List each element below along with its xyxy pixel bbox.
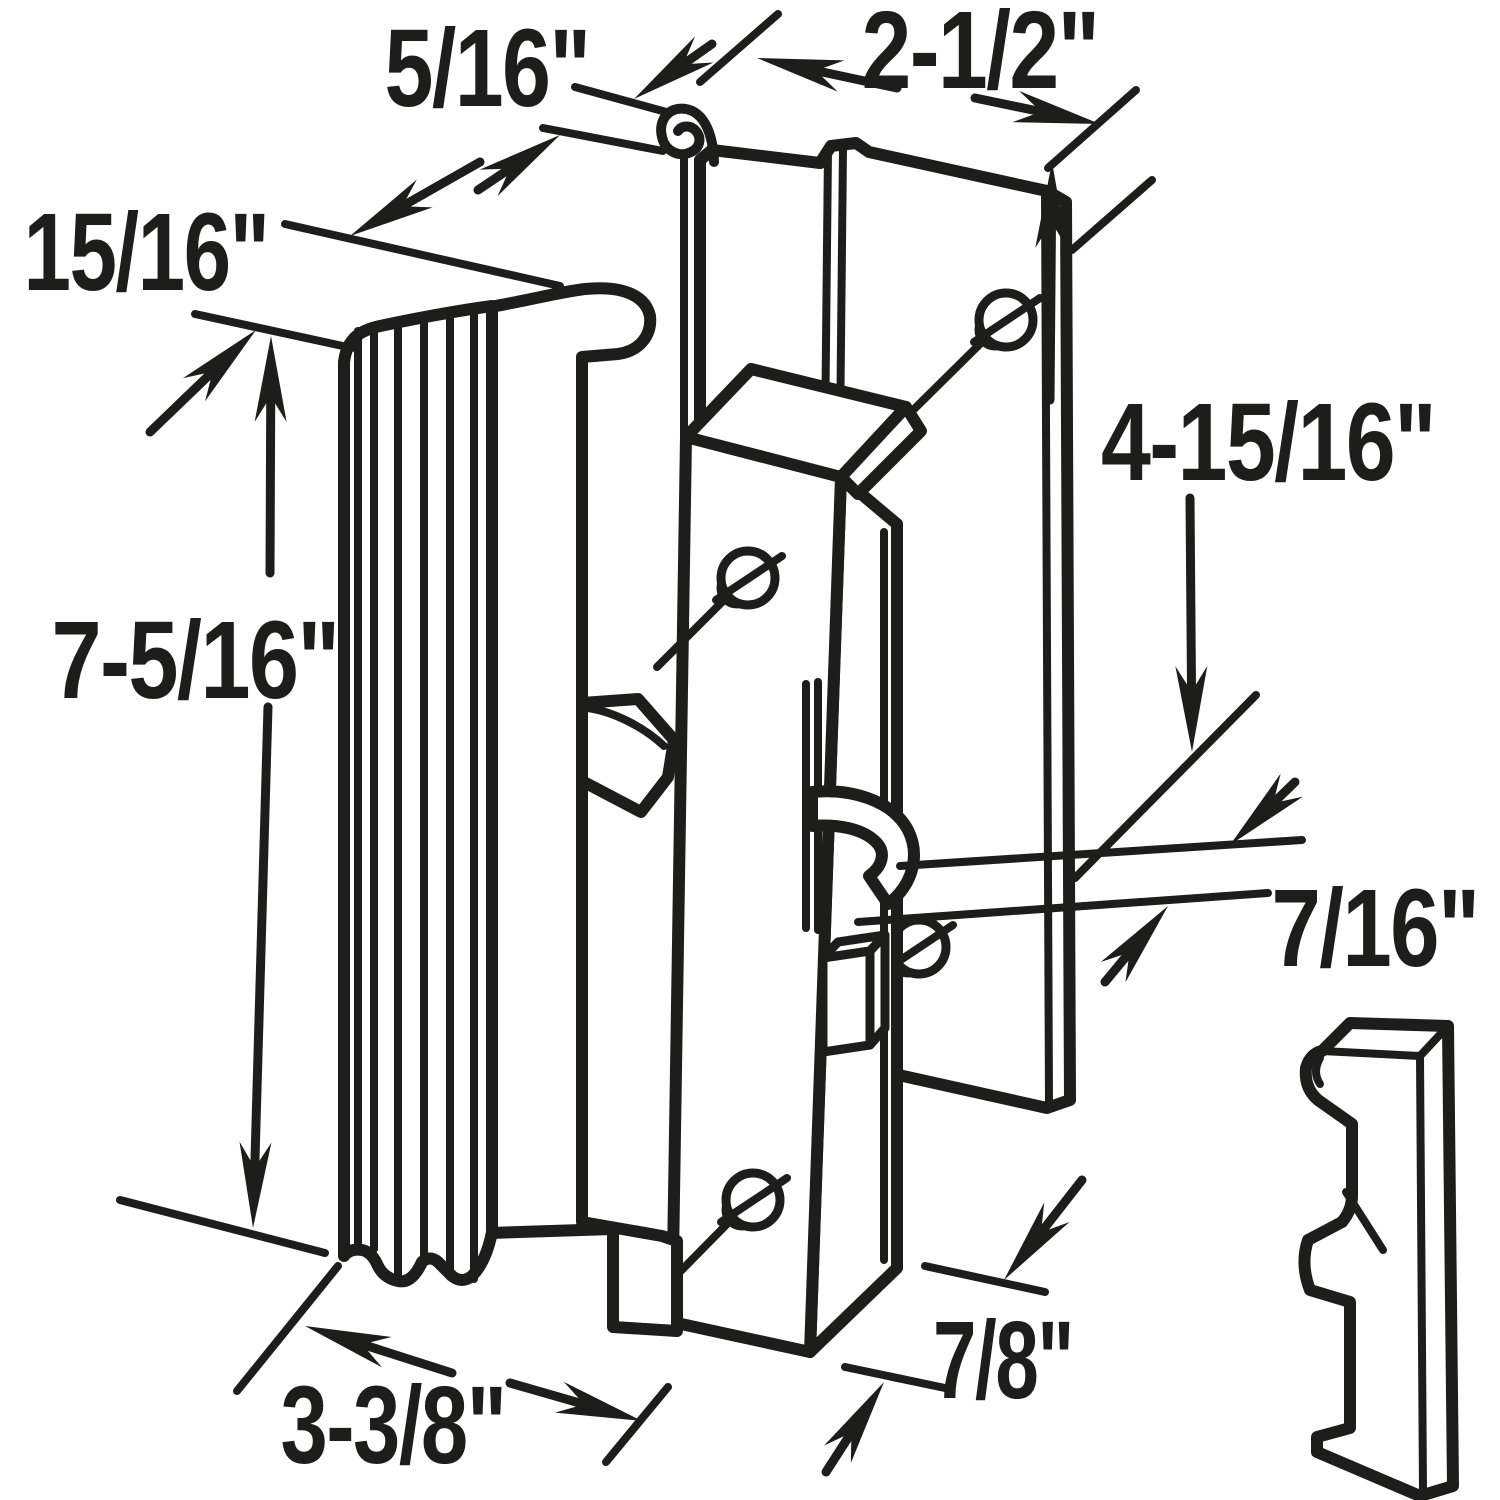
extension-line bbox=[281, 220, 564, 290]
latch-housing bbox=[576, 363, 927, 1358]
dimension-arrowhead bbox=[254, 336, 287, 423]
dim-label-handle-clearance: 15/16" bbox=[24, 191, 269, 314]
extension-line bbox=[571, 83, 674, 117]
grip-ribs bbox=[354, 304, 478, 1284]
extension-line bbox=[841, 1363, 949, 1392]
pull-handle bbox=[338, 282, 683, 1337]
handle-grip bbox=[338, 300, 498, 1288]
keeper-notch-face bbox=[1342, 1188, 1387, 1254]
dimension-arrowhead bbox=[479, 135, 560, 197]
extension-line bbox=[191, 310, 356, 352]
dimension-arrowhead bbox=[350, 179, 433, 236]
dimension-arrowhead bbox=[182, 330, 256, 402]
plate-curl-hook bbox=[656, 103, 719, 167]
keeper-front-edge bbox=[1416, 1052, 1427, 1496]
plate-edge-inner bbox=[1041, 189, 1053, 1108]
extension-line bbox=[921, 1262, 1049, 1296]
dimension-arrowhead bbox=[1100, 906, 1168, 983]
extension-line bbox=[116, 1196, 329, 1257]
handle-backplate bbox=[484, 282, 683, 1337]
dimension-arrowhead bbox=[305, 1326, 392, 1368]
dimension-arrows bbox=[145, 36, 1303, 1477]
thumb-latch-lever bbox=[576, 693, 680, 818]
screw-slot bbox=[712, 552, 786, 604]
latch-tab bbox=[818, 930, 890, 1057]
tab-front bbox=[818, 946, 875, 1057]
extension-line bbox=[1068, 176, 1156, 254]
dimension-arrowhead bbox=[554, 1381, 642, 1421]
dimension-arrowhead bbox=[1012, 90, 1100, 124]
dim-label-plate-width: 2-1/2" bbox=[862, 0, 1099, 112]
screw-slot bbox=[970, 294, 1044, 346]
keeper-bottom-lip bbox=[1313, 1448, 1424, 1500]
lever-fold bbox=[584, 704, 668, 750]
extension-line bbox=[696, 10, 782, 86]
extension-line bbox=[233, 1262, 342, 1395]
dimension-annotations: 5/16" 2-1/2" 15/16" 4-15/16" 7-5/16" 7/1… bbox=[24, 0, 1481, 1487]
keeper bbox=[1298, 1017, 1459, 1500]
lever-body bbox=[576, 693, 680, 818]
dim-label-handle-height: 7-5/16" bbox=[52, 599, 339, 722]
dimension-arrow-shaft bbox=[1045, 200, 1057, 405]
dimension-arrow-shaft bbox=[1185, 493, 1197, 714]
keeper-outline bbox=[1298, 1017, 1459, 1500]
dimension-arrow-shaft bbox=[249, 702, 273, 1190]
dim-label-stile-offset: 5/16" bbox=[385, 7, 590, 130]
dim-label-hook-reach: 7/16" bbox=[1272, 867, 1479, 990]
housing-screw-top bbox=[653, 546, 786, 671]
screw-slot bbox=[717, 1174, 791, 1226]
dim-label-mounting-height: 4-15/16" bbox=[1101, 381, 1435, 504]
dimension-arrowhead bbox=[239, 1141, 272, 1228]
dimension-arrowhead bbox=[1175, 665, 1208, 752]
extension-line bbox=[539, 124, 667, 155]
dimension-arrow-shaft bbox=[265, 374, 276, 578]
extension-line bbox=[1071, 691, 1260, 882]
dimension-arrow-shaft bbox=[145, 355, 230, 437]
dimension-arrowhead bbox=[1004, 1202, 1070, 1280]
dim-label-base-length: 3-3/8" bbox=[281, 1364, 506, 1487]
dim-label-housing-depth: 7/8" bbox=[933, 1299, 1073, 1422]
keeper-lip-curl bbox=[1312, 1054, 1324, 1088]
dimension-arrowhead bbox=[1035, 162, 1068, 249]
dimension-arrowhead bbox=[1230, 773, 1303, 845]
dimension-arrowhead bbox=[823, 1382, 884, 1463]
plate-screw-top bbox=[891, 288, 1044, 432]
hook-latch bbox=[806, 785, 920, 910]
screw-axis bbox=[653, 595, 729, 671]
dimension-arrow-shaft bbox=[382, 157, 485, 220]
extension-line bbox=[1044, 86, 1140, 172]
dimension-arrowhead bbox=[757, 58, 845, 92]
housing-cap-chamfer bbox=[835, 401, 927, 500]
extension-line bbox=[854, 889, 1272, 926]
extension-line bbox=[602, 1383, 672, 1466]
dimension-arrow-shaft bbox=[341, 1334, 457, 1378]
dimension-arrowhead bbox=[634, 36, 714, 99]
